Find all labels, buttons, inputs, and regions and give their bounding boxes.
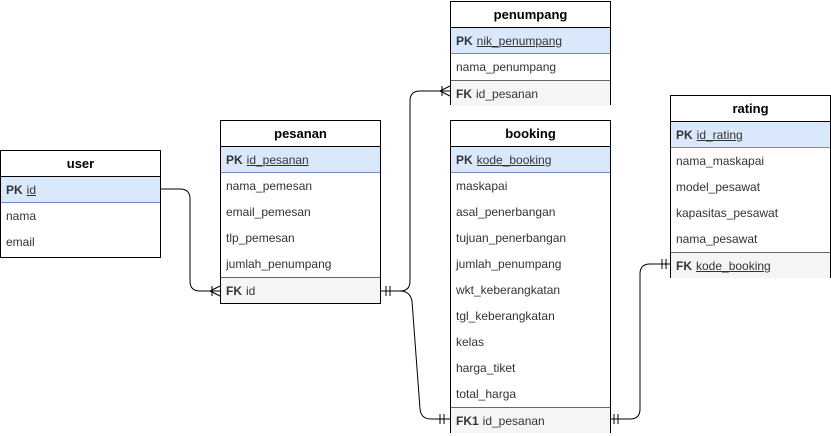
entity-title-pesanan: pesanan (221, 121, 380, 147)
entity-title-booking: booking (451, 121, 610, 147)
fk-field: id_pesanan (476, 87, 539, 101)
field-row[interactable]: asal_penerbangan (456, 205, 556, 219)
rel-pesanan-penumpang[interactable] (381, 90, 450, 292)
pk-field: id (26, 183, 37, 197)
entity-title-user: user (1, 151, 160, 177)
field-row[interactable]: email (6, 235, 35, 249)
field-row[interactable]: nama_penumpang (456, 60, 557, 74)
field-row[interactable]: wkt_keberangkatan (456, 283, 561, 297)
field-row[interactable]: nama_maskapai (676, 154, 765, 168)
field-row[interactable]: tujuan_penerbangan (456, 231, 567, 245)
pk-label: PK (456, 34, 473, 48)
fk-field: id (246, 284, 256, 298)
pk-label: PK (456, 153, 473, 167)
field-row[interactable]: tgl_keberangkatan (456, 309, 555, 323)
fk-label: FK (676, 259, 692, 273)
pk-label: PK (676, 128, 693, 142)
field-row[interactable]: maskapai (456, 179, 508, 193)
fk-row-rating[interactable]: FK kode_booking (671, 252, 830, 278)
pk-field: nik_penumpang (476, 34, 563, 48)
pk-field: id_pesanan (246, 153, 309, 167)
pk-label: PK (226, 153, 243, 167)
rel-pesanan-booking[interactable] (399, 290, 450, 420)
rel-booking-rating[interactable] (610, 263, 670, 420)
field-row[interactable]: harga_tiket (456, 361, 516, 375)
pk-field: id_rating (696, 128, 743, 142)
field-row[interactable]: nama_pesawat (676, 232, 758, 246)
pk-label: PK (6, 183, 23, 197)
pk-field: kode_booking (476, 153, 552, 167)
fk-label: FK (456, 87, 472, 101)
field-row[interactable]: total_harga (456, 387, 517, 401)
field-row[interactable]: email_pemesan (226, 205, 311, 219)
field-row[interactable]: model_pesawat (676, 180, 761, 194)
fk-field: id_pesanan (482, 414, 545, 428)
field-row[interactable]: kapasitas_pesawat (676, 206, 779, 220)
field-row[interactable]: kelas (456, 335, 485, 349)
fk-label: FK1 (456, 414, 479, 428)
rel-user-pesanan[interactable] (160, 188, 220, 292)
entity-title-penumpang: penumpang (451, 2, 610, 28)
fk-label: FK (226, 284, 242, 298)
field-row[interactable]: nama (6, 209, 37, 223)
field-row[interactable]: nama_pemesan (226, 179, 313, 193)
field-row[interactable]: jumlah_penumpang (456, 257, 562, 271)
field-row[interactable]: jumlah_penumpang (226, 257, 332, 271)
fk-row-pesanan[interactable]: FK id (221, 277, 380, 303)
fk-field: kode_booking (696, 259, 771, 273)
entity-title-rating: rating (671, 96, 830, 122)
field-row[interactable]: tlp_pemesan (226, 231, 295, 245)
fk-row-penumpang[interactable]: FK id_pesanan (451, 80, 610, 106)
